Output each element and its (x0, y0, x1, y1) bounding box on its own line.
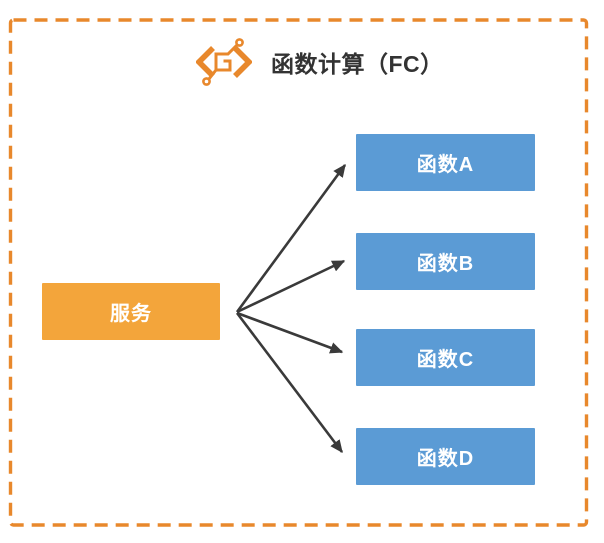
diagram-title: 函数计算（FC） (271, 51, 444, 77)
function-c-label: 函数C (416, 349, 475, 371)
arrow-service-to-function-a (235, 163, 347, 313)
arrow-service-to-function-c (236, 311, 344, 354)
function-b-label: 函数B (416, 253, 475, 275)
function-compute-icon (196, 38, 252, 86)
function-b-box: 函数B (356, 233, 535, 290)
function-d-box: 函数D (356, 428, 535, 485)
function-a-box: 函数A (356, 134, 535, 191)
service-label: 服务 (110, 303, 152, 325)
arrow-service-to-function-b (236, 259, 346, 314)
function-c-box: 函数C (356, 329, 535, 386)
arrow-service-to-function-d (235, 312, 344, 454)
service-box: 服务 (42, 283, 220, 340)
function-a-label: 函数A (416, 154, 475, 176)
function-d-label: 函数D (416, 448, 475, 470)
diagram-header: 函数计算（FC） (196, 34, 444, 90)
